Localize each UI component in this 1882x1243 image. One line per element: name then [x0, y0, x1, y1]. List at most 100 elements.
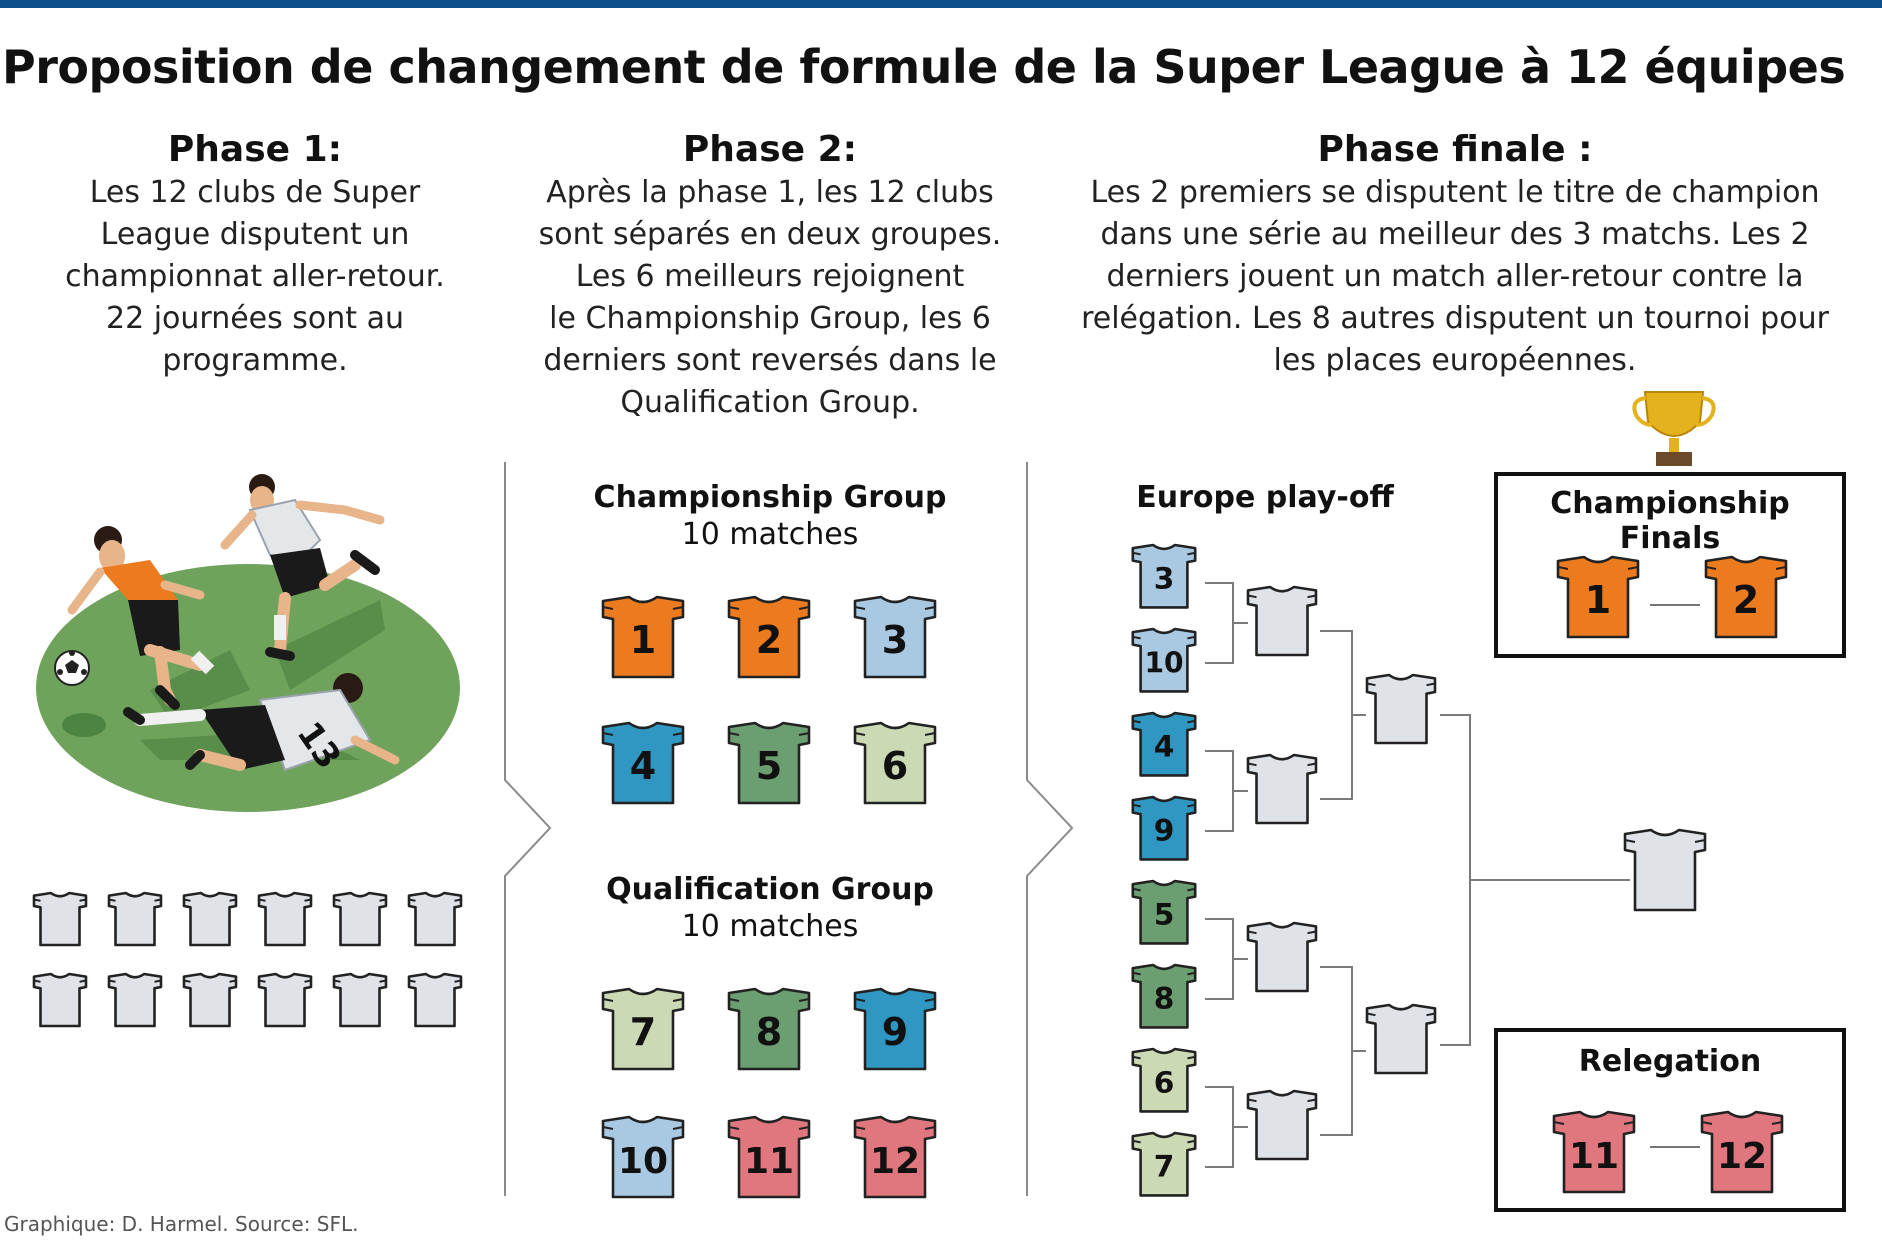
phase-1-block: Phase 1: Les 12 clubs de Super League di…: [40, 128, 470, 382]
team-jersey: 10: [601, 1115, 685, 1199]
phase-1-line: League disputent un: [100, 217, 410, 252]
phase-final-line: derniers jouent un match aller-retour co…: [1106, 259, 1804, 294]
playoff-team-jersey: 8: [1131, 963, 1197, 1029]
football-ball: [54, 650, 90, 686]
playoff-team-jersey: 6: [1131, 1047, 1197, 1113]
trophy-icon: [1632, 391, 1716, 466]
phase-1-2-divider: [504, 462, 552, 1196]
championship-group-label: Championship Group 10 matches: [570, 480, 970, 552]
qualification-group-label: Qualification Group 10 matches: [570, 872, 970, 944]
blank-jersey: [182, 891, 238, 947]
jersey-number: 10: [618, 1141, 668, 1182]
finals-team-jersey: 1: [1556, 555, 1640, 639]
football-players-illustration: 13: [36, 474, 460, 812]
blank-jersey: [257, 972, 313, 1028]
jersey-number: 2: [1733, 578, 1759, 622]
phase-1-line: programme.: [162, 343, 348, 378]
relegation-label: Relegation: [1578, 1044, 1762, 1079]
bracket-winner-jersey: [1365, 1003, 1437, 1075]
jersey-number: 12: [870, 1141, 920, 1182]
jersey-number: 11: [744, 1141, 794, 1182]
white-player-sliding: 13: [123, 673, 400, 776]
championship-finals-label: Championship Finals: [1550, 486, 1790, 556]
phase-final-line: relégation. Les 8 autres disputent un to…: [1081, 301, 1829, 336]
bracket-winner-jersey: [1365, 673, 1437, 745]
europe-qualifier-jersey: [1623, 828, 1707, 912]
bracket-winner-jersey: [1246, 753, 1318, 825]
phase-2-line: le Championship Group, les 6: [549, 301, 991, 336]
jersey-number: 9: [882, 1010, 908, 1054]
championship-finals-box: Championship Finals: [1494, 472, 1846, 658]
team-jersey: 9: [853, 987, 937, 1071]
playoff-team-jersey: 9: [1131, 795, 1197, 861]
playoff-team-jersey: 5: [1131, 879, 1197, 945]
jersey-number: 4: [630, 744, 656, 788]
white-player-running: [220, 474, 385, 661]
relegation-box: Relegation: [1494, 1028, 1846, 1212]
championship-group-name: Championship Group: [593, 480, 947, 515]
bracket-connectors: [1205, 582, 1630, 1168]
top-accent-bar: [0, 0, 1882, 8]
jersey-number: 4: [1154, 729, 1175, 764]
blank-jersey: [407, 891, 463, 947]
phase-1-description: Les 12 clubs de Super League disputent u…: [40, 172, 470, 382]
jersey-number: 8: [756, 1010, 782, 1054]
jersey-number: 3: [882, 618, 908, 662]
playoff-team-jersey: 7: [1131, 1131, 1197, 1197]
player-shadow: [275, 600, 385, 690]
phase-1-heading: Phase 1:: [167, 129, 343, 170]
jersey-number: 10: [1144, 647, 1183, 680]
jersey-number: 3: [1154, 561, 1175, 596]
team-jersey: 7: [601, 987, 685, 1071]
orange-player: [67, 526, 215, 710]
jersey-number: 6: [1154, 1065, 1175, 1100]
phase-1-line: 22 journées sont au: [105, 301, 404, 336]
jersey-number: 12: [1717, 1136, 1767, 1177]
team-jersey: 3: [853, 595, 937, 679]
phase-final-line: les places européennes.: [1273, 343, 1637, 378]
team-jersey: 6: [853, 721, 937, 805]
qualification-group-name: Qualification Group: [606, 872, 934, 907]
team-jersey: 8: [727, 987, 811, 1071]
relegation-team-jersey: 11: [1552, 1110, 1636, 1194]
blank-jersey: [32, 891, 88, 947]
jersey-number: 5: [756, 744, 782, 788]
pitch-shadow: [62, 713, 106, 737]
phase-1-line: championnat aller-retour.: [65, 259, 445, 294]
phase-final-description: Les 2 premiers se disputent le titre de …: [1070, 172, 1840, 382]
qualification-group-matches: 10 matches: [681, 909, 859, 944]
phase-2-line: Les 6 meilleurs rejoignent: [575, 259, 965, 294]
jersey-number: 2: [756, 618, 782, 662]
phase-final-heading: Phase finale :: [1317, 129, 1593, 170]
phase-final-block: Phase finale : Les 2 premiers se dispute…: [1070, 128, 1840, 382]
blank-jersey: [332, 972, 388, 1028]
playoff-team-jersey: 10: [1131, 627, 1197, 693]
jersey-number: 9: [1154, 813, 1175, 848]
phase-2-3-divider: [1026, 462, 1074, 1196]
blank-jersey: [332, 891, 388, 947]
team-jersey: 1: [601, 595, 685, 679]
phase-2-line: Après la phase 1, les 12 clubs: [546, 175, 994, 210]
team-jersey: 11: [727, 1115, 811, 1199]
team-jersey: 12: [853, 1115, 937, 1199]
phase-2-heading: Phase 2:: [682, 129, 858, 170]
jersey-number: 7: [1154, 1149, 1175, 1184]
phase-2-block: Phase 2: Après la phase 1, les 12 clubs …: [520, 128, 1020, 424]
page-title: Proposition de changement de formule de …: [2, 40, 1846, 94]
blank-jersey: [407, 972, 463, 1028]
championship-group-matches: 10 matches: [681, 517, 859, 552]
phase-2-line: sont séparés en deux groupes.: [538, 217, 1002, 252]
playoff-team-jersey: 4: [1131, 711, 1197, 777]
blank-jersey: [32, 972, 88, 1028]
team-jersey: 2: [727, 595, 811, 679]
finals-team-jersey: 2: [1704, 555, 1788, 639]
playoff-team-jersey: 3: [1131, 543, 1197, 609]
phase-2-description: Après la phase 1, les 12 clubs sont sépa…: [520, 172, 1020, 424]
phase-final-line: dans une série au meilleur des 3 matchs.…: [1100, 217, 1810, 252]
phase-1-line: Les 12 clubs de Super: [89, 175, 421, 210]
jersey-number: 1: [1585, 578, 1611, 622]
blank-jersey: [257, 891, 313, 947]
phase-2-line: derniers sont reversés dans le: [543, 343, 997, 378]
